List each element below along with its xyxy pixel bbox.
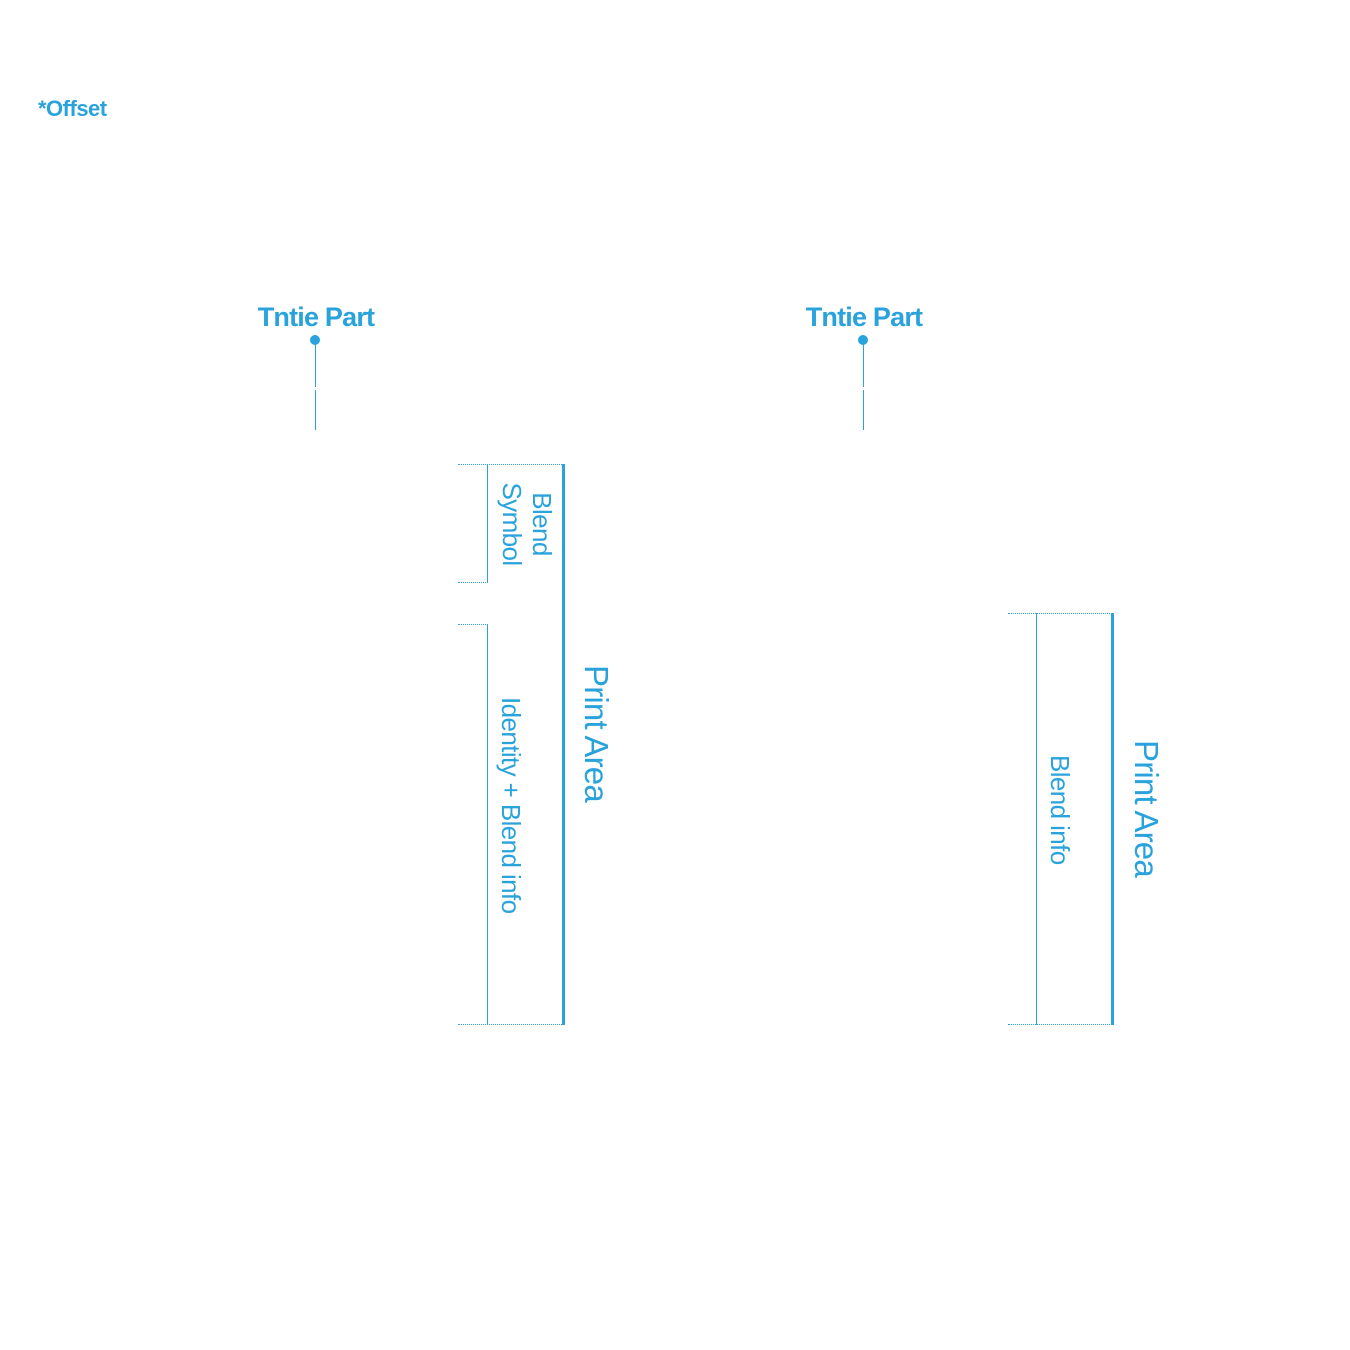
left-blend-symbol-bracket <box>487 464 488 583</box>
right-guide-bottom <box>1008 1024 1114 1025</box>
left-guide-top <box>458 464 564 465</box>
left-guide-symbol-bottom <box>458 582 488 583</box>
right-pin-label: Tntie Part <box>805 302 923 332</box>
left-pin-label: Tntie Part <box>257 302 375 332</box>
right-pin-line-lower <box>863 390 864 430</box>
left-pin-line-upper <box>315 340 316 387</box>
offset-note: *Offset <box>38 96 107 121</box>
left-pin-line-lower <box>315 390 316 430</box>
blend-symbol-line2: Symbol <box>497 482 527 566</box>
left-identity-label: Identity + Blend info <box>496 697 526 914</box>
left-blend-symbol-label: Blend Symbol <box>497 464 557 584</box>
right-blend-info-bracket <box>1036 613 1037 1025</box>
right-guide-top <box>1008 613 1114 614</box>
right-blend-info-label: Blend info <box>1045 755 1075 865</box>
left-guide-bottom <box>458 1024 564 1025</box>
right-pin-line-upper <box>863 340 864 387</box>
blend-symbol-line1: Blend <box>527 492 557 556</box>
right-print-area-label: Print Area <box>1128 740 1165 877</box>
left-identity-bracket <box>487 624 488 1025</box>
left-guide-identity-top <box>458 624 488 625</box>
right-print-area-bar <box>1111 613 1114 1025</box>
left-print-area-label: Print Area <box>578 665 615 802</box>
left-print-area-bar <box>562 464 565 1025</box>
